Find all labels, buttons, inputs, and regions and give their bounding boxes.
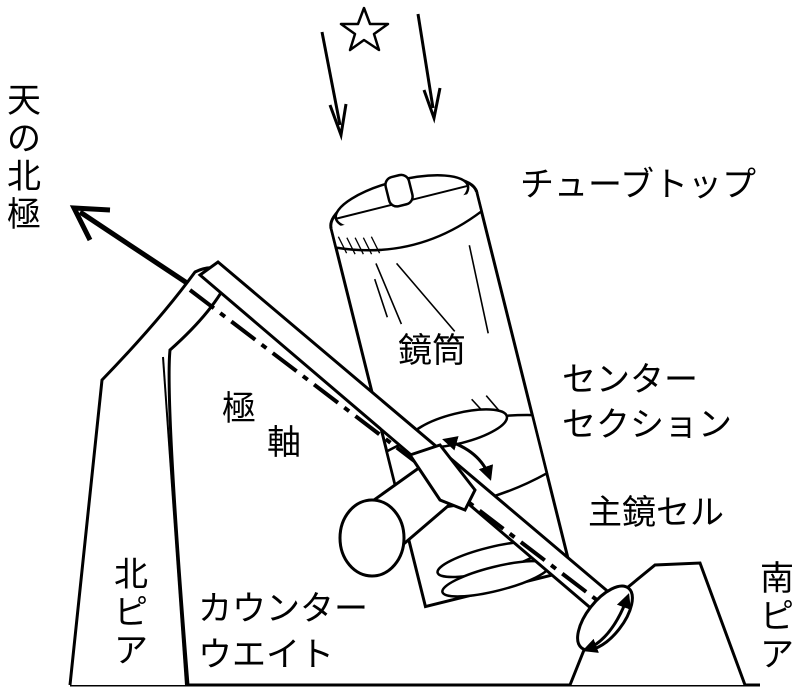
primary-mirror-cell-label: 主鏡セル	[588, 493, 724, 533]
light-ray-arrow	[416, 13, 442, 124]
north-pier	[68, 266, 232, 686]
star-icon	[339, 6, 390, 52]
counterweight-label-line2: ウエイト	[198, 635, 334, 675]
light-ray-arrow	[320, 31, 348, 141]
tube-label: 鏡筒	[398, 331, 466, 371]
center-section-label-line2: セクション	[562, 405, 732, 445]
polar-axis-label-1: 極	[222, 389, 256, 429]
polar-axis-label-2: 軸	[267, 423, 301, 463]
polar-rotation-arrow	[582, 593, 631, 653]
tube-top-label: チューブトップ	[520, 165, 756, 205]
south-pier-label: 南ピア	[760, 559, 794, 675]
declination-rotation-arrow	[442, 436, 494, 481]
celestial-pole-arrow	[69, 205, 192, 288]
north-pier-label: 北ピア	[114, 555, 148, 671]
north-pier-inner-edge	[162, 356, 187, 686]
center-section-label-line1: センター	[562, 360, 698, 400]
counterweight-label-line1: カウンター	[198, 589, 368, 629]
north-celestial-pole-label: 天の北極	[7, 81, 41, 235]
